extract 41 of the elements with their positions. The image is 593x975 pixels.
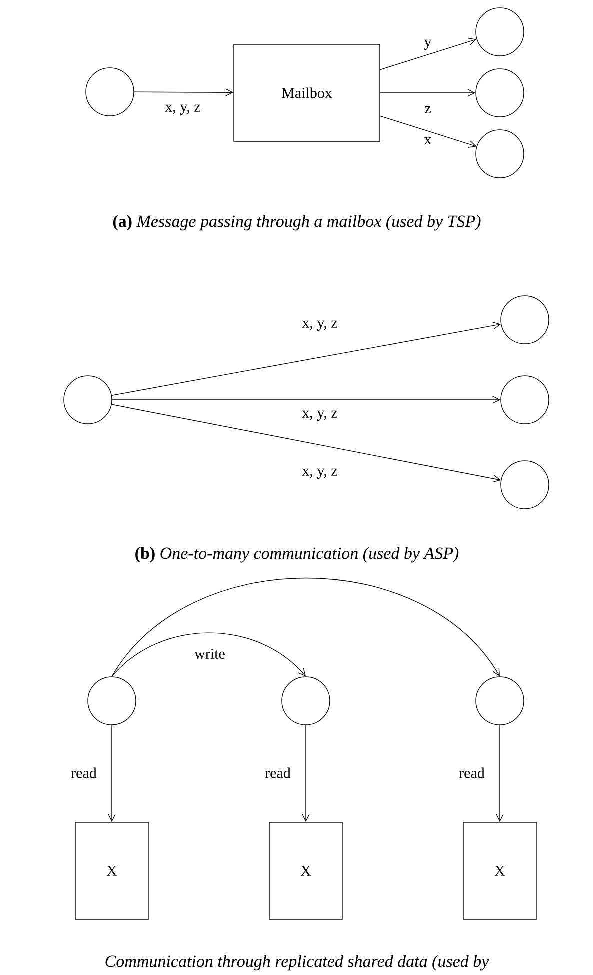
circle-node — [86, 68, 134, 116]
process-box: X — [463, 822, 537, 920]
circle-node — [500, 460, 550, 510]
arrow — [380, 89, 476, 97]
edge-label: read — [458, 766, 486, 780]
circle-node — [476, 8, 524, 56]
arrow — [112, 322, 502, 396]
edge-label: x, y, z — [301, 320, 339, 332]
arrow — [112, 578, 500, 677]
edge-label: read — [70, 766, 98, 780]
arrow — [112, 396, 501, 404]
edge-label: x, y, z — [301, 410, 339, 422]
arrow — [380, 116, 477, 148]
figure-caption: (b) One-to-many communication (used by ASP) — [136, 547, 459, 563]
circle-node — [476, 68, 524, 118]
arrow — [112, 632, 306, 677]
circle-node — [500, 296, 550, 344]
edge-label: read — [264, 766, 292, 780]
edge-label: y — [423, 38, 433, 52]
arrow — [496, 725, 504, 822]
edge-label: x — [423, 136, 433, 146]
arrow — [380, 38, 477, 70]
arrow — [134, 88, 234, 96]
arrow — [302, 725, 310, 822]
edge-label: x, y, z — [301, 468, 339, 480]
edge-label: z — [424, 106, 432, 114]
circle-node — [88, 676, 136, 726]
process-box: X — [269, 822, 343, 920]
arrow — [112, 404, 502, 483]
circle-node — [282, 676, 330, 726]
figure-caption: (a) Message passing through a mailbox (used by TSP) — [113, 215, 481, 231]
edge-label: x, y, z — [164, 104, 202, 116]
process-box: Mailbox — [234, 44, 380, 142]
edge-label: write — [194, 648, 226, 660]
process-box: X — [75, 822, 149, 920]
circle-node — [476, 130, 524, 178]
circle-node — [476, 676, 524, 726]
arrow — [108, 725, 116, 822]
figure-caption: Communication through replicated shared data (used by — [106, 955, 490, 971]
circle-node — [500, 376, 550, 424]
circle-node — [64, 376, 112, 424]
